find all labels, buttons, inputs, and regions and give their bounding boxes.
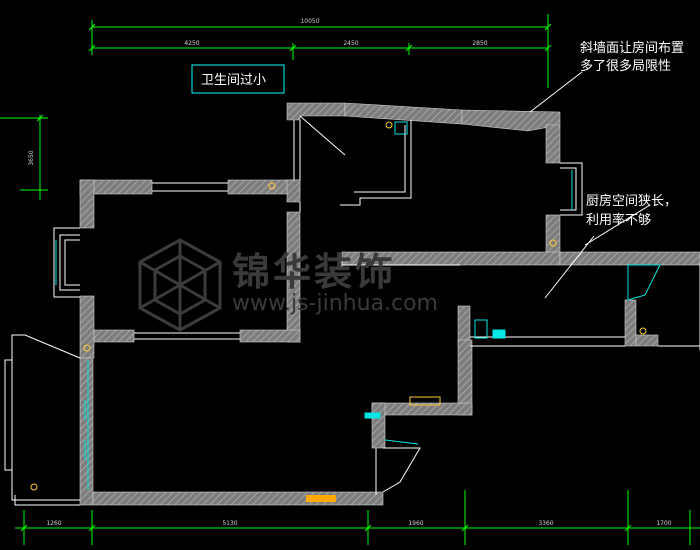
top-dimension-lines	[88, 14, 552, 88]
dim-bottom-seg3: 1960	[408, 520, 423, 527]
dim-bottom-seg5: 1700	[656, 520, 671, 527]
kitchen-note-line1: 厨房空间狭长，	[586, 193, 677, 209]
slanted-wall-note-line2: 多了很多局限性	[580, 58, 671, 74]
dim-bottom-seg1: 1260	[46, 520, 61, 527]
bathroom-note-box	[191, 64, 285, 94]
dim-bottom-seg2: 5130	[222, 520, 237, 527]
dim-top-seg3: 2850	[472, 40, 487, 47]
dim-top-seg2: 2450	[343, 40, 358, 47]
bottom-dimension-line	[15, 490, 700, 545]
watermark-logo	[138, 238, 222, 332]
window-frames	[4, 71, 700, 506]
dim-top-seg1: 4250	[184, 40, 199, 47]
dim-bottom-seg4: 3360	[538, 520, 553, 527]
bathroom-note: 卫生间过小	[201, 73, 266, 88]
outlets	[30, 121, 647, 502]
dim-top-total: 10050	[300, 18, 319, 25]
dim-left-vertical: 3650	[28, 150, 35, 165]
kitchen-note-line2: 利用率不够	[586, 212, 651, 228]
fixtures	[55, 121, 661, 490]
slanted-wall-note-line1: 斜墙面让房间布置	[580, 40, 684, 56]
watermark-url: www.js-jinhua.com	[232, 291, 438, 316]
watermark-brand: 锦华装饰	[232, 250, 396, 294]
left-dimension-line	[0, 114, 48, 200]
